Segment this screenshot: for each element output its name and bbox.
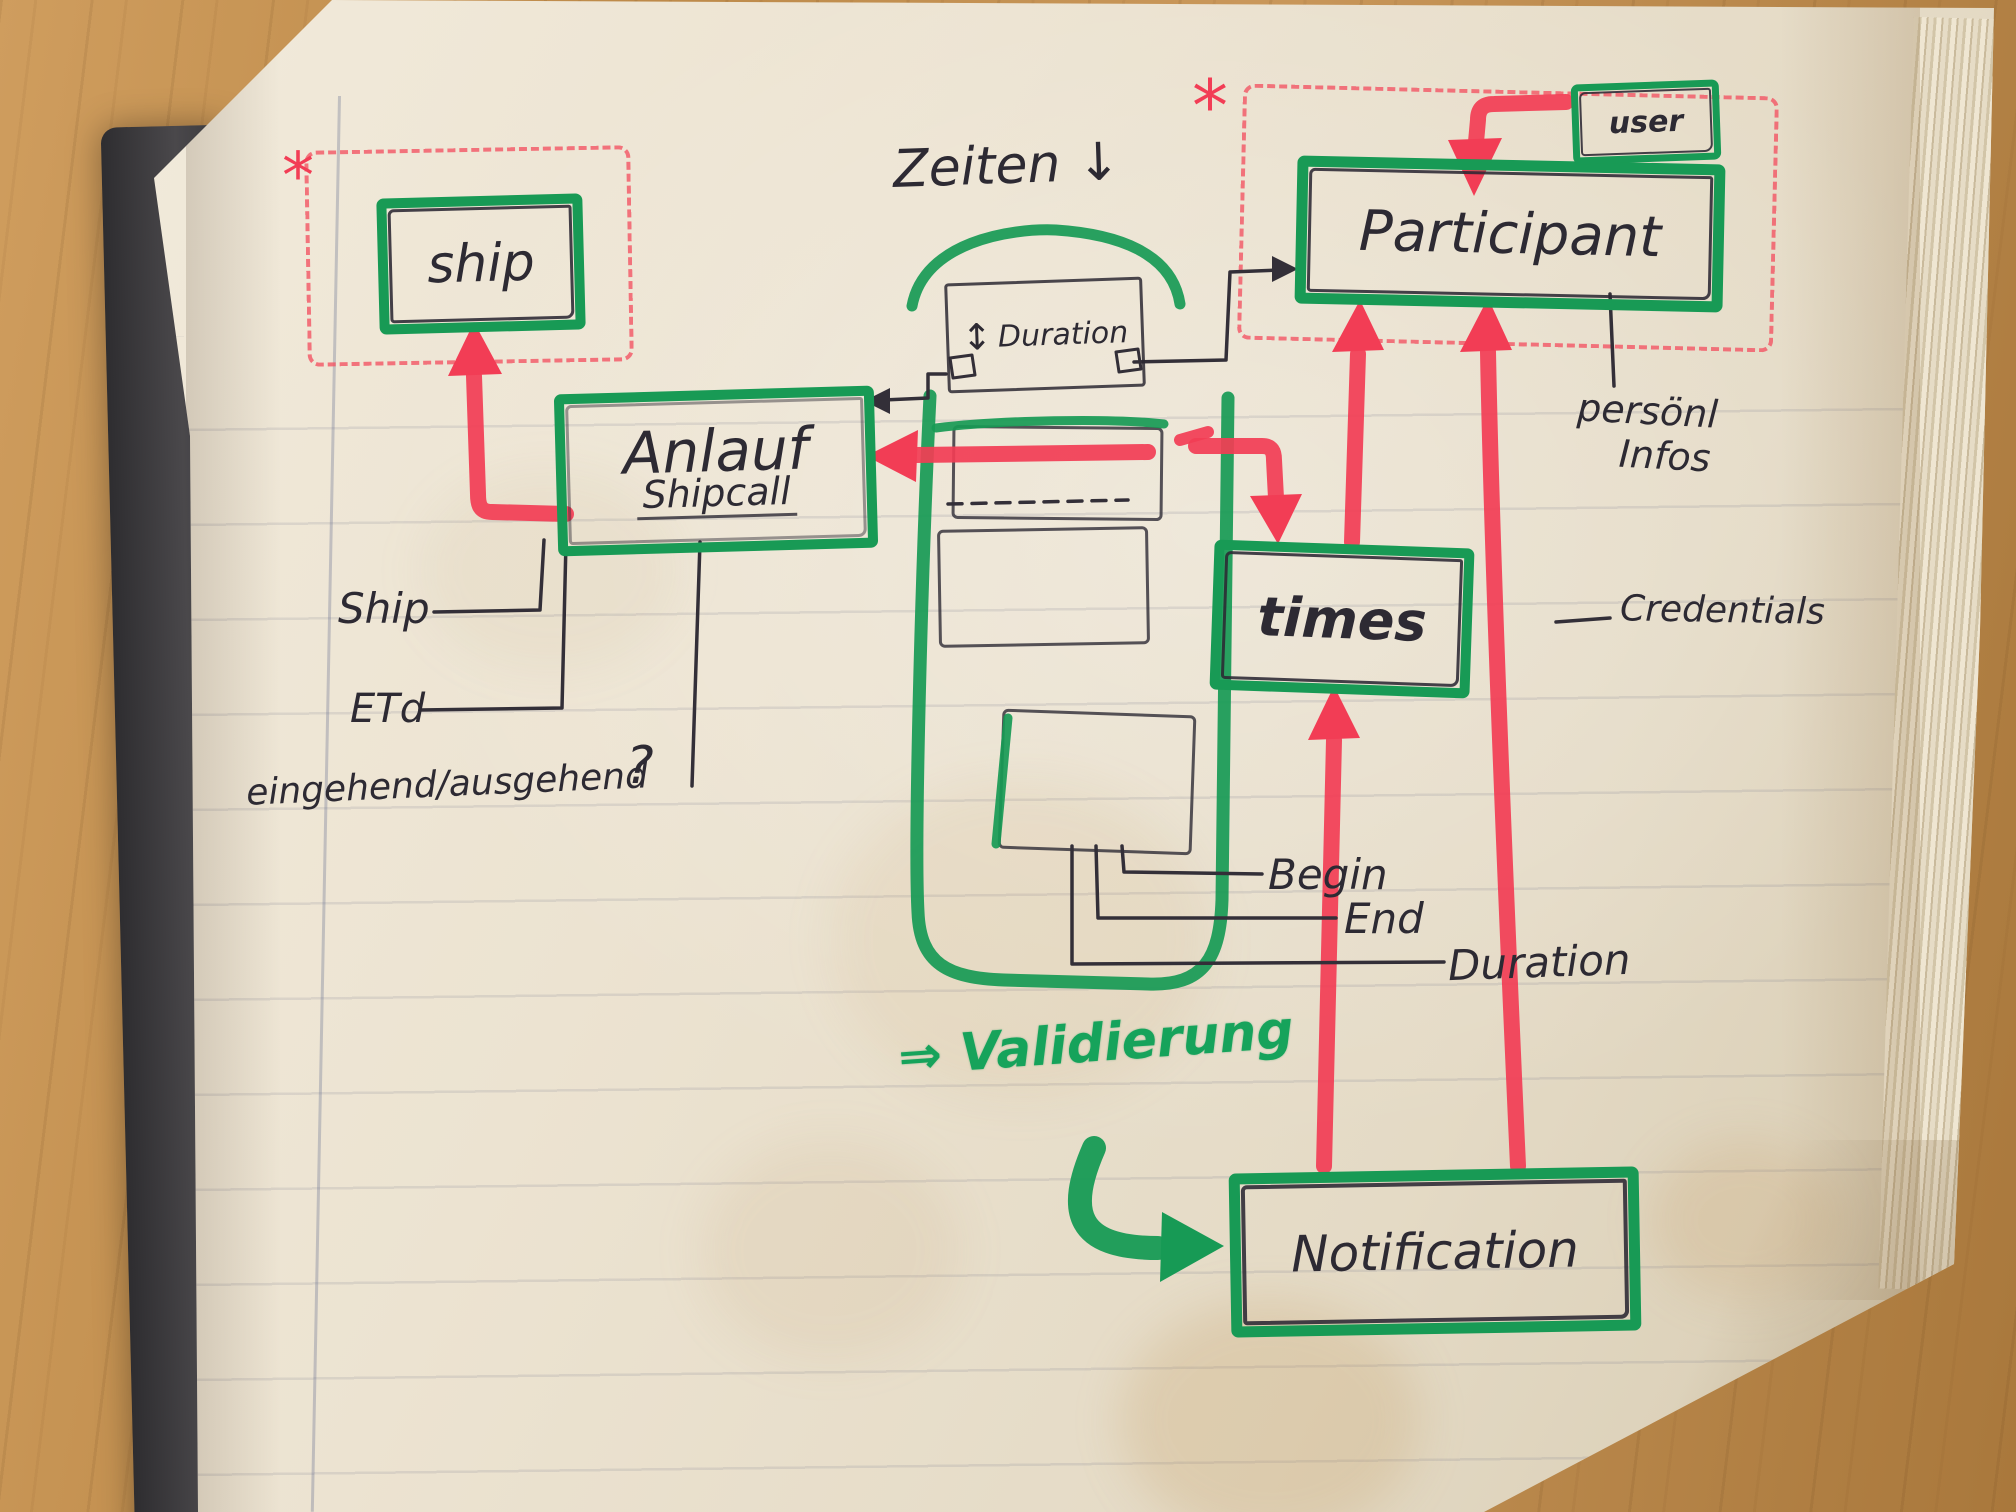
entity-participant: Participant [1294,155,1726,313]
entity-shipcall-subtitle: Shipcall [635,468,798,521]
entity-shipcall: Anlauf Shipcall [553,385,879,557]
entity-ship-label: ship [426,232,536,296]
participant-required-asterisk: * [1192,64,1228,148]
ship-attribute-label: Ship [338,584,430,633]
ship-required-asterisk: * [282,140,314,214]
zeiten-heading: Zeiten ↓ [892,132,1122,200]
entity-notification: Notification [1228,1166,1642,1338]
entity-duration-label: Duration [997,314,1129,355]
times-list-entry-3 [997,708,1197,856]
updown-arrow-icon: ↕ [961,316,993,359]
page-curve-shadow [1780,0,1920,1300]
persoenl-infos-label: persönl Infos [1574,385,1720,481]
binding-shadow [186,0,281,1512]
end-attribute-label: End [1344,894,1424,943]
question-mark: ? [626,736,654,796]
entity-ship: ship [376,193,586,335]
entity-user-label: user [1608,103,1684,141]
duration-attribute-label: Duration [1447,934,1632,991]
paper-stain [1650,1140,1840,1300]
times-list-entry-2 [936,526,1151,648]
persoenl-line1: persönl [1576,385,1720,437]
entity-user: user [1570,79,1722,165]
paper-stain [1120,1300,1420,1512]
persoenl-line2: Infos [1617,431,1712,481]
entity-times-label: times [1256,584,1428,654]
entity-duration: ↕ Duration [944,276,1146,394]
entity-participant-label: Participant [1358,198,1662,270]
credentials-label: Credentials [1619,588,1826,633]
times-list-entry-1 [951,424,1164,522]
paper-stain [700,1140,960,1360]
begin-attribute-label: Begin [1268,850,1388,899]
entity-notification-label: Notification [1290,1220,1580,1284]
entity-times: times [1209,539,1475,699]
etd-attribute-label: ETd [350,686,426,732]
